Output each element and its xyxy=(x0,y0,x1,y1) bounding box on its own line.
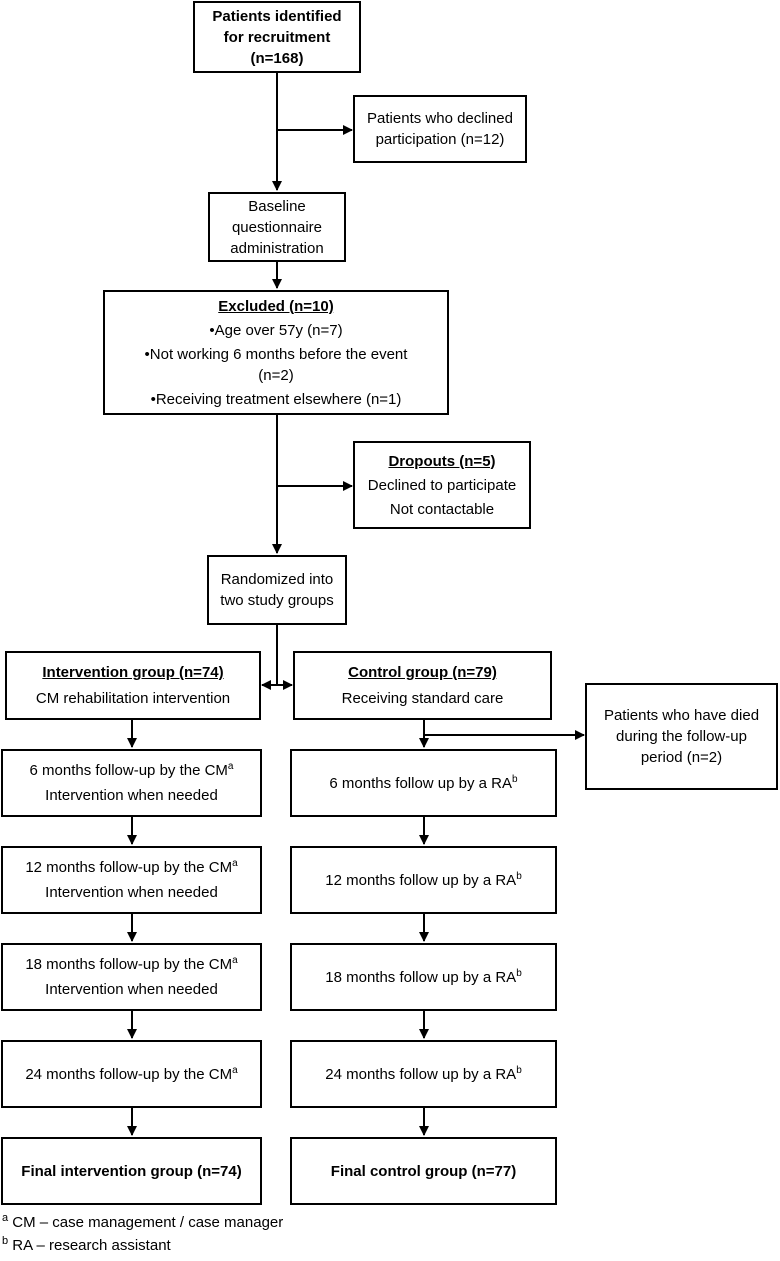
control-final-text: Final control group (n=77) xyxy=(330,1162,517,1180)
baseline-box: Baseline questionnaire administration xyxy=(208,192,346,262)
control-followup-6m: 6 months follow up by a RAb xyxy=(290,749,557,817)
died-box: Patients who have died during the follow… xyxy=(585,683,778,790)
followup-text: 24 months follow-up by the CMa xyxy=(25,1064,238,1083)
dropouts-item-declined: Declined to participate xyxy=(367,476,517,494)
died-line1: Patients who have died xyxy=(603,707,760,724)
control-followup-12m: 12 months follow up by a RAb xyxy=(290,846,557,914)
recruitment-box: Patients identified for recruitment (n=1… xyxy=(193,1,361,73)
footnote-cm: a CM – case management / case manager xyxy=(2,1212,284,1232)
dropouts-item-contact: Not contactable xyxy=(389,500,495,518)
baseline-line1: Baseline xyxy=(248,197,306,215)
intervention-followup-24m: 24 months follow-up by the CMa xyxy=(1,1040,262,1108)
excluded-item-working-count: (n=2) xyxy=(258,366,294,384)
declined-box: Patients who declined participation (n=1… xyxy=(353,95,527,163)
intervention-title: Intervention group (n=74) xyxy=(42,664,224,681)
excluded-box: Excluded (n=10) •Age over 57y (n=7) •Not… xyxy=(103,290,449,415)
declined-line1: Patients who declined xyxy=(367,110,513,127)
control-group-box: Control group (n=79) Receiving standard … xyxy=(293,651,552,720)
followup-text: 6 months follow up by a RAb xyxy=(329,773,518,792)
baseline-line2: questionnaire xyxy=(231,218,323,236)
excluded-item-treatment: •Receiving treatment elsewhere (n=1) xyxy=(150,390,402,408)
died-line2: during the follow-up xyxy=(616,728,747,745)
followup-text: 18 months follow up by a RAb xyxy=(325,967,522,986)
intervention-group-box: Intervention group (n=74) CM rehabilitat… xyxy=(5,651,261,720)
declined-line2: participation (n=12) xyxy=(375,131,505,148)
followup-sub: Intervention when needed xyxy=(45,787,218,804)
randomized-line2: two study groups xyxy=(220,592,334,609)
dropouts-title: Dropouts (n=5) xyxy=(388,452,496,470)
control-followup-18m: 18 months follow up by a RAb xyxy=(290,943,557,1011)
control-subtitle: Receiving standard care xyxy=(341,690,504,707)
recruitment-line1: Patients identified xyxy=(212,7,342,25)
randomized-box: Randomized into two study groups xyxy=(207,555,347,625)
control-final-box: Final control group (n=77) xyxy=(290,1137,557,1205)
followup-sub: Intervention when needed xyxy=(45,981,218,998)
recruitment-count: (n=168) xyxy=(250,49,304,67)
excluded-item-working: •Not working 6 months before the event xyxy=(144,345,408,363)
control-title: Control group (n=79) xyxy=(348,664,497,681)
intervention-final-text: Final intervention group (n=74) xyxy=(21,1162,242,1180)
intervention-final-box: Final intervention group (n=74) xyxy=(1,1137,262,1205)
recruitment-line2: for recruitment xyxy=(223,28,331,46)
followup-text: 24 months follow up by a RAb xyxy=(325,1064,522,1083)
footnote-ra: b RA – research assistant xyxy=(2,1235,171,1255)
followup-text: 18 months follow-up by the CMa xyxy=(25,955,238,974)
followup-text: 6 months follow-up by the CMa xyxy=(29,761,234,780)
excluded-title: Excluded (n=10) xyxy=(218,297,334,315)
baseline-line3: administration xyxy=(230,239,324,257)
followup-sub: Intervention when needed xyxy=(45,884,218,901)
excluded-item-age: •Age over 57y (n=7) xyxy=(209,321,343,339)
intervention-followup-18m: 18 months follow-up by the CMa Intervent… xyxy=(1,943,262,1011)
died-line3: period (n=2) xyxy=(640,749,723,766)
randomized-line1: Randomized into xyxy=(220,571,334,588)
intervention-followup-6m: 6 months follow-up by the CMa Interventi… xyxy=(1,749,262,817)
followup-text: 12 months follow-up by the CMa xyxy=(25,858,238,877)
intervention-followup-12m: 12 months follow-up by the CMa Intervent… xyxy=(1,846,262,914)
control-followup-24m: 24 months follow up by a RAb xyxy=(290,1040,557,1108)
dropouts-box: Dropouts (n=5) Declined to participate N… xyxy=(353,441,531,529)
followup-text: 12 months follow up by a RAb xyxy=(325,870,522,889)
intervention-subtitle: CM rehabilitation intervention xyxy=(35,690,231,707)
